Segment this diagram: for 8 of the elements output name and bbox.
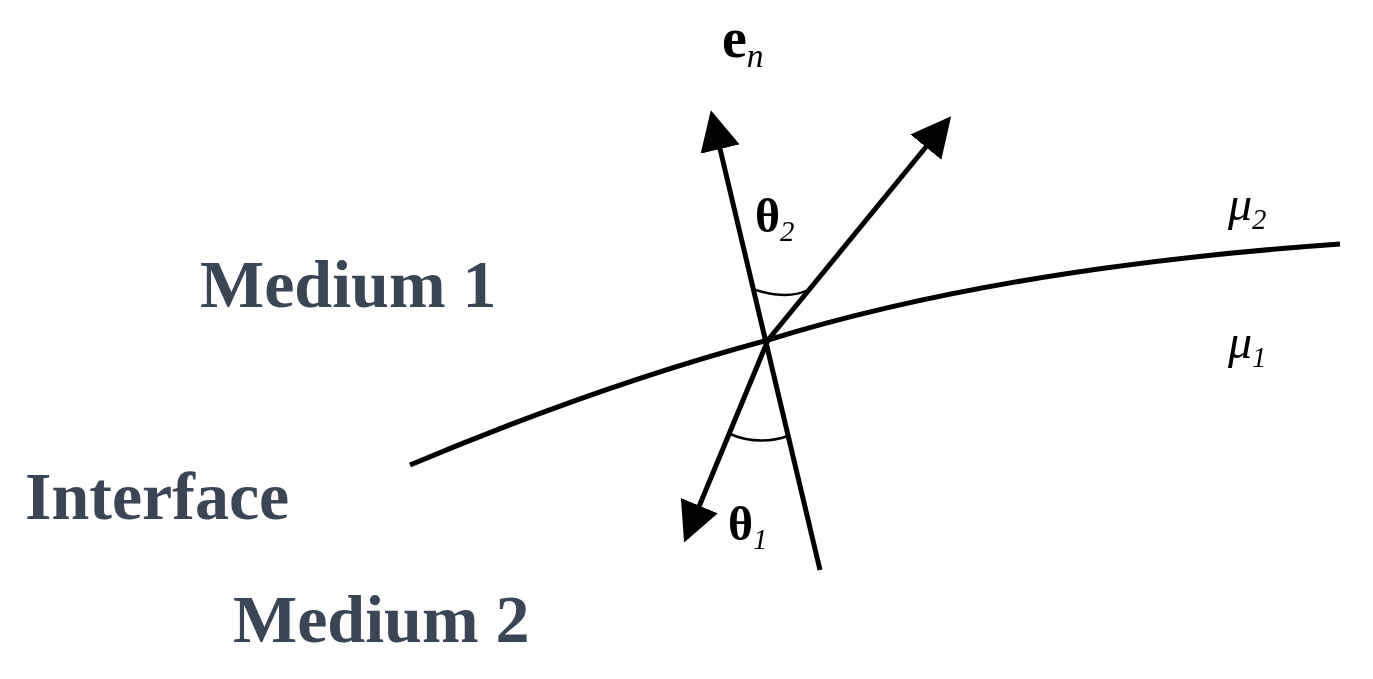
normal-vector-label: e$_{n}$ <box>722 10 764 73</box>
permeability-label: μ$_{1}$ <box>1228 318 1267 372</box>
medium-label: Medium 2 <box>233 585 530 653</box>
angle-label: θ$_{1}$ <box>728 500 768 554</box>
angle-label: θ$_{2}$ <box>755 192 795 246</box>
permeability-label: μ$_{2}$ <box>1228 180 1267 234</box>
interface-label: Interface <box>25 462 290 530</box>
medium-label: Medium 1 <box>200 250 497 318</box>
